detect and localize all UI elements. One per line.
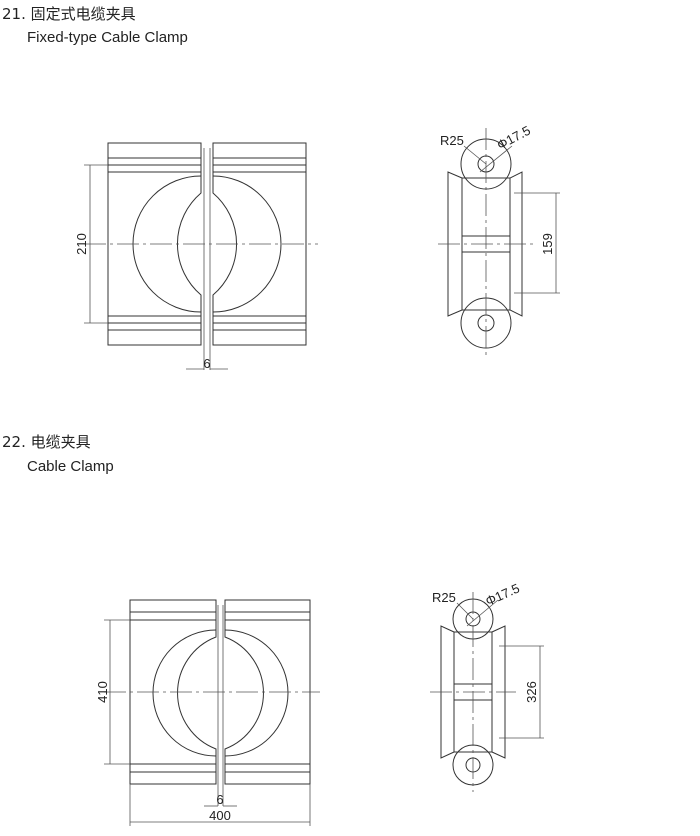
clamp2-radius-label: R25 — [432, 590, 456, 605]
section2-title: 22. 电缆夹具 — [2, 433, 91, 451]
clamp2-height-dim: 410 — [95, 681, 110, 703]
clamp2-gap-dim: 6 — [216, 792, 223, 807]
section1-subtitle: Fixed-type Cable Clamp — [27, 29, 188, 46]
clamp2-front-view: 410 6 400 — [95, 599, 320, 826]
clamp2-pitch-dim: 326 — [524, 681, 539, 703]
clamp1-height-dim: 210 — [74, 233, 89, 255]
clamp1-front-view: 210 6 — [74, 142, 318, 371]
clamp2-width-dim: 400 — [209, 808, 231, 823]
clamp1-hole-label: Φ17.5 — [494, 123, 533, 153]
clamp2-hole-label: Φ17.5 — [483, 581, 522, 609]
section1-title: 21. 固定式电缆夹具 — [2, 5, 136, 23]
clamp2-side-view: R25 Φ17.5 326 — [430, 581, 544, 792]
section2-subtitle: Cable Clamp — [27, 458, 114, 475]
clamp1-radius-label: R25 — [440, 133, 464, 148]
clamp1-pitch-dim: 159 — [540, 233, 555, 255]
clamp1-gap-dim: 6 — [203, 356, 210, 371]
clamp1-side-view: R25 Φ17.5 159 — [438, 123, 560, 358]
